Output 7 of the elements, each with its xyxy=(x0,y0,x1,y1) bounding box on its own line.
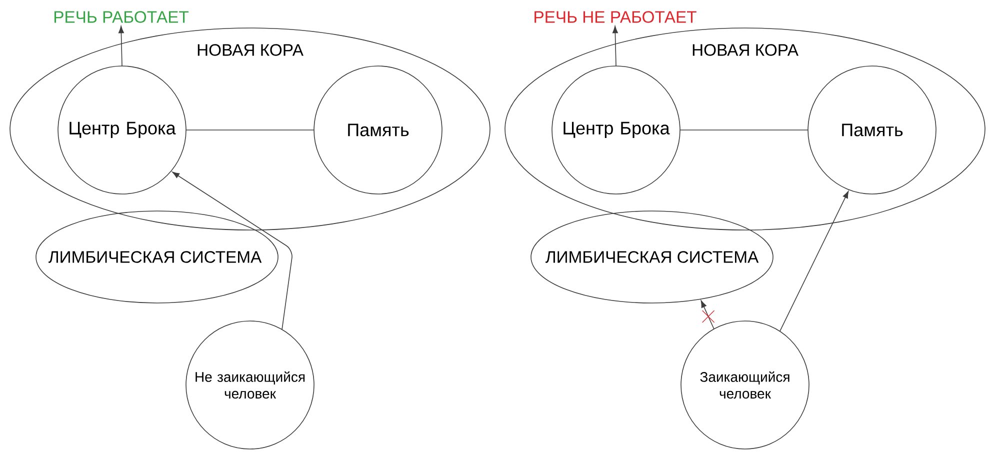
arrow xyxy=(612,26,618,66)
arrow xyxy=(172,172,292,330)
status-label: РЕЧЬ РАБОТАЕТ xyxy=(54,11,189,23)
arrow xyxy=(700,300,714,330)
status-label: РЕЧЬ НЕ РАБОТАЕТ xyxy=(534,11,696,23)
arrow xyxy=(779,190,849,332)
arrow xyxy=(118,26,124,66)
